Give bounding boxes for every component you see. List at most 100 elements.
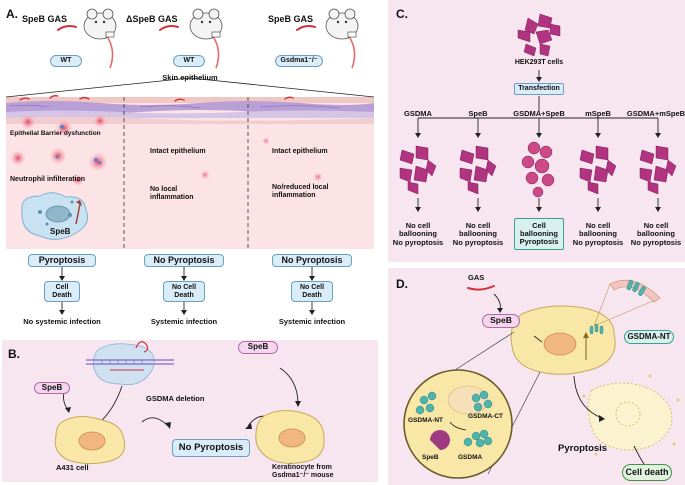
a431-cell	[54, 416, 126, 465]
speb-enzyme-icon	[430, 430, 450, 450]
keratinocyte-label: Keratinocyte from Gsdma1⁻/⁻ mouse	[272, 464, 334, 479]
panel-a-letter: A.	[6, 7, 18, 21]
col1-speb-label: SpeB	[50, 227, 71, 236]
infection-3: Systemic infection	[278, 317, 346, 326]
outcome-box-2: No Pyroptosis	[144, 254, 224, 267]
speb-right-box: SpeB	[238, 341, 278, 354]
zoom-speb-label: SpeB	[422, 454, 439, 461]
gas-bacteria	[467, 285, 495, 291]
crispr-complex-icon	[86, 341, 174, 386]
cluster-gsdma	[399, 145, 437, 195]
col1-note-barrier: Epithelial Barrier dysfunction	[10, 130, 101, 137]
gas-to-speb-arrow	[493, 293, 501, 311]
col3-note-inflammation: No/reduced local inflammation	[272, 184, 329, 199]
col3-title: SpeB GAS	[268, 14, 314, 24]
col1-title: SpeB GAS	[22, 14, 68, 24]
pyroptosis-arrowhead	[599, 415, 605, 422]
death-box-1: Cell Death	[44, 281, 80, 302]
pyroptotic-cell	[587, 382, 673, 451]
gas-label: GAS	[468, 273, 485, 282]
gas-bacteria-2	[159, 25, 179, 31]
pyroptosis-label: Pyroptosis	[558, 443, 608, 454]
speb-box: SpeB	[482, 314, 520, 328]
gsdma-pore-icons	[589, 323, 604, 335]
pore-formation-arrowhead	[583, 332, 589, 338]
gsdma-ct-fragments	[471, 390, 493, 412]
epithelium-fan-right	[189, 77, 375, 98]
condition-gsdma-speb: GSDMA+SpeB	[513, 109, 565, 118]
hek293t-cells-icon	[517, 13, 561, 57]
host-gsdma-ko: Gsdma1⁻/⁻	[275, 55, 323, 67]
zoom-nucleus	[447, 385, 489, 415]
pyroptosis-arrow	[573, 375, 603, 419]
cleavage-arrow	[449, 421, 467, 431]
gas-to-speb-arrowhead	[497, 308, 503, 313]
outcome-box-1: Pyroptosis	[28, 254, 96, 267]
condition-speb: SpeB	[468, 109, 488, 118]
epithelium-fan-left	[5, 77, 191, 98]
panel-d-letter: D.	[396, 277, 408, 291]
gas-bacteria-1	[57, 25, 77, 31]
condition-gsdma-mspeb: GSDMA+mSpeB	[626, 109, 685, 118]
gsdma-full-protein	[463, 429, 493, 448]
transfection-box: Transfection	[514, 83, 564, 95]
col2-note-inflammation: No local inflammation	[150, 186, 194, 201]
keratinocyte-cell	[255, 410, 325, 464]
membrane-zoom-wedge	[593, 279, 661, 327]
cluster-speb	[459, 145, 497, 195]
col2-title: ΔSpeB GAS	[126, 14, 178, 24]
mouse-icon-2	[189, 8, 223, 69]
outcome-mspeb: No cell ballooning No pyroptosis	[572, 221, 624, 247]
host-cell	[510, 305, 616, 375]
col2-note-intact: Intact epithelium	[150, 148, 206, 155]
death-box-2: No Cell Death	[163, 281, 205, 302]
panel-b-arrowheads	[65, 401, 301, 429]
condition-mspeb: mSpeB	[585, 109, 611, 118]
skin-epithelium-label: Skin epithelium	[162, 73, 218, 82]
host-wt-1: WT	[50, 55, 82, 67]
cluster-mspeb	[579, 145, 617, 195]
panel-c-arrowheads	[415, 77, 661, 212]
cell-death-box: Cell death	[622, 464, 672, 481]
gsdma-deletion-label: GSDMA deletion	[146, 394, 205, 403]
cluster-gsdma-speb-ballooned	[521, 141, 555, 198]
panel-b-graphics	[54, 341, 325, 465]
neutrophils	[55, 125, 102, 165]
zoom-gsdma-ct-label: GSDMA-CT	[468, 413, 504, 420]
outcome-box-3: No Pyroptosis	[272, 254, 352, 267]
hek293t-label: HEK293T cells	[514, 59, 564, 66]
debris-dots	[582, 374, 680, 456]
host-wt-2: WT	[173, 55, 205, 67]
gsdma-nt-fragments	[415, 391, 437, 415]
zoom-gsdma-nt-label: GSDMA-NT	[408, 417, 444, 424]
death-box-3: No Cell Death	[291, 281, 333, 302]
panel-d-graphics	[403, 279, 680, 479]
speb-cell	[21, 192, 89, 240]
no-pyroptosis-center-box: No Pyroptosis	[172, 439, 250, 457]
infection-2: Systemic infection	[150, 317, 218, 326]
speb-left-box: SpeB	[34, 382, 70, 394]
panel-d: D. GAS SpeB GSDMA-NT GSDMA-NT GSDMA-CT S…	[388, 268, 685, 485]
condition-gsdma: GSDMA	[404, 109, 432, 118]
zoom-gsdma-label: GSDMA	[458, 454, 483, 461]
col1-note-neutrophil: Neutrophil infilteration	[10, 176, 86, 183]
mouse-icon-3	[325, 8, 359, 69]
outcome-speb: No cell ballooning No pyroptosis	[452, 221, 504, 247]
panel-a-graphics	[5, 8, 375, 315]
outcome-arrows	[59, 266, 315, 315]
panel-c-flow-lines	[417, 70, 659, 208]
zoom-line-1	[451, 331, 515, 373]
outcome-gsdma-speb-box: Cell ballooning Pyroptosis	[514, 218, 564, 250]
gas-bacteria-3	[296, 25, 316, 31]
infection-1: No systemic infection	[23, 317, 101, 326]
gsdma-nt-box: GSDMA-NT	[624, 330, 674, 344]
panel-a: A. SpeB GAS ΔSpeB GAS SpeB GAS WT WT Gsd…	[0, 0, 380, 338]
col3-note-intact: Intact epithelium	[272, 148, 328, 155]
mouse-icon-1	[83, 8, 117, 69]
outcome-gsdma-mspeb: No cell ballooning No pyroptosis	[630, 221, 682, 247]
panel-c-letter: C.	[396, 7, 408, 21]
panel-b-letter: B.	[8, 347, 20, 361]
panel-c: C. HEK293T cells Transfection GSDMA SpeB…	[388, 0, 685, 262]
cell-death-arrow	[633, 445, 645, 465]
a431-label: A431 cell	[56, 463, 89, 472]
